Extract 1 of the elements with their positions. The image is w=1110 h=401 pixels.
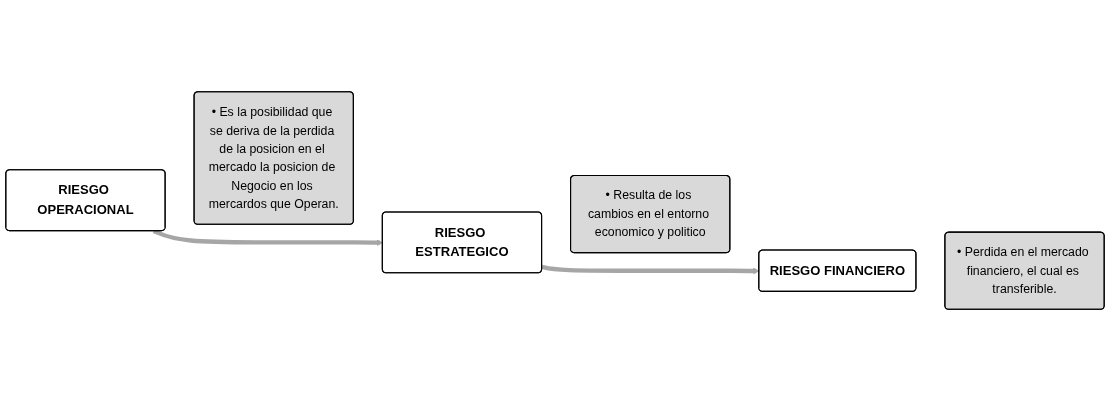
arrow (152, 228, 383, 246)
